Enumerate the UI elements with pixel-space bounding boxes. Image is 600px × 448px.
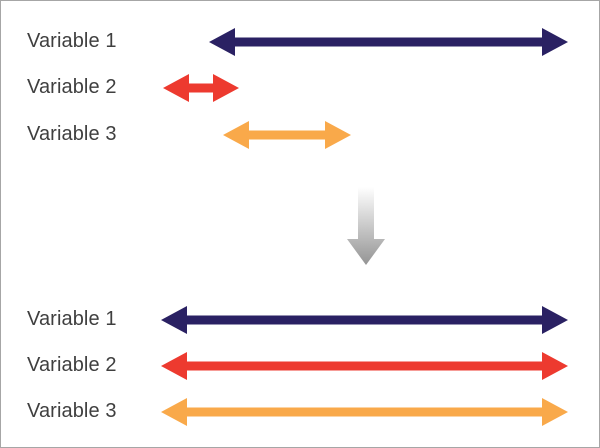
range-arrow-red-2 — [163, 74, 239, 102]
variable-label-3: Variable 3 — [27, 123, 117, 145]
variable-label-2: Variable 2 — [27, 354, 117, 376]
range-arrow-orange-3 — [223, 121, 351, 149]
arrow-shape — [161, 398, 568, 426]
arrow-shape — [161, 306, 568, 334]
arrow-shape — [163, 74, 239, 102]
variable-label-1: Variable 1 — [27, 30, 117, 52]
range-arrow-navy-1 — [209, 28, 568, 56]
arrow-shape — [209, 28, 568, 56]
range-arrow-orange-3 — [161, 398, 568, 426]
variable-label-2: Variable 2 — [27, 76, 117, 98]
range-arrow-red-2 — [161, 352, 568, 380]
down-arrow-shape — [347, 187, 385, 265]
arrow-shape — [161, 352, 568, 380]
variable-label-1: Variable 1 — [27, 308, 117, 330]
arrow-shape — [223, 121, 351, 149]
down-arrow-icon — [347, 187, 385, 265]
range-arrow-navy-1 — [161, 306, 568, 334]
variable-label-3: Variable 3 — [27, 400, 117, 422]
